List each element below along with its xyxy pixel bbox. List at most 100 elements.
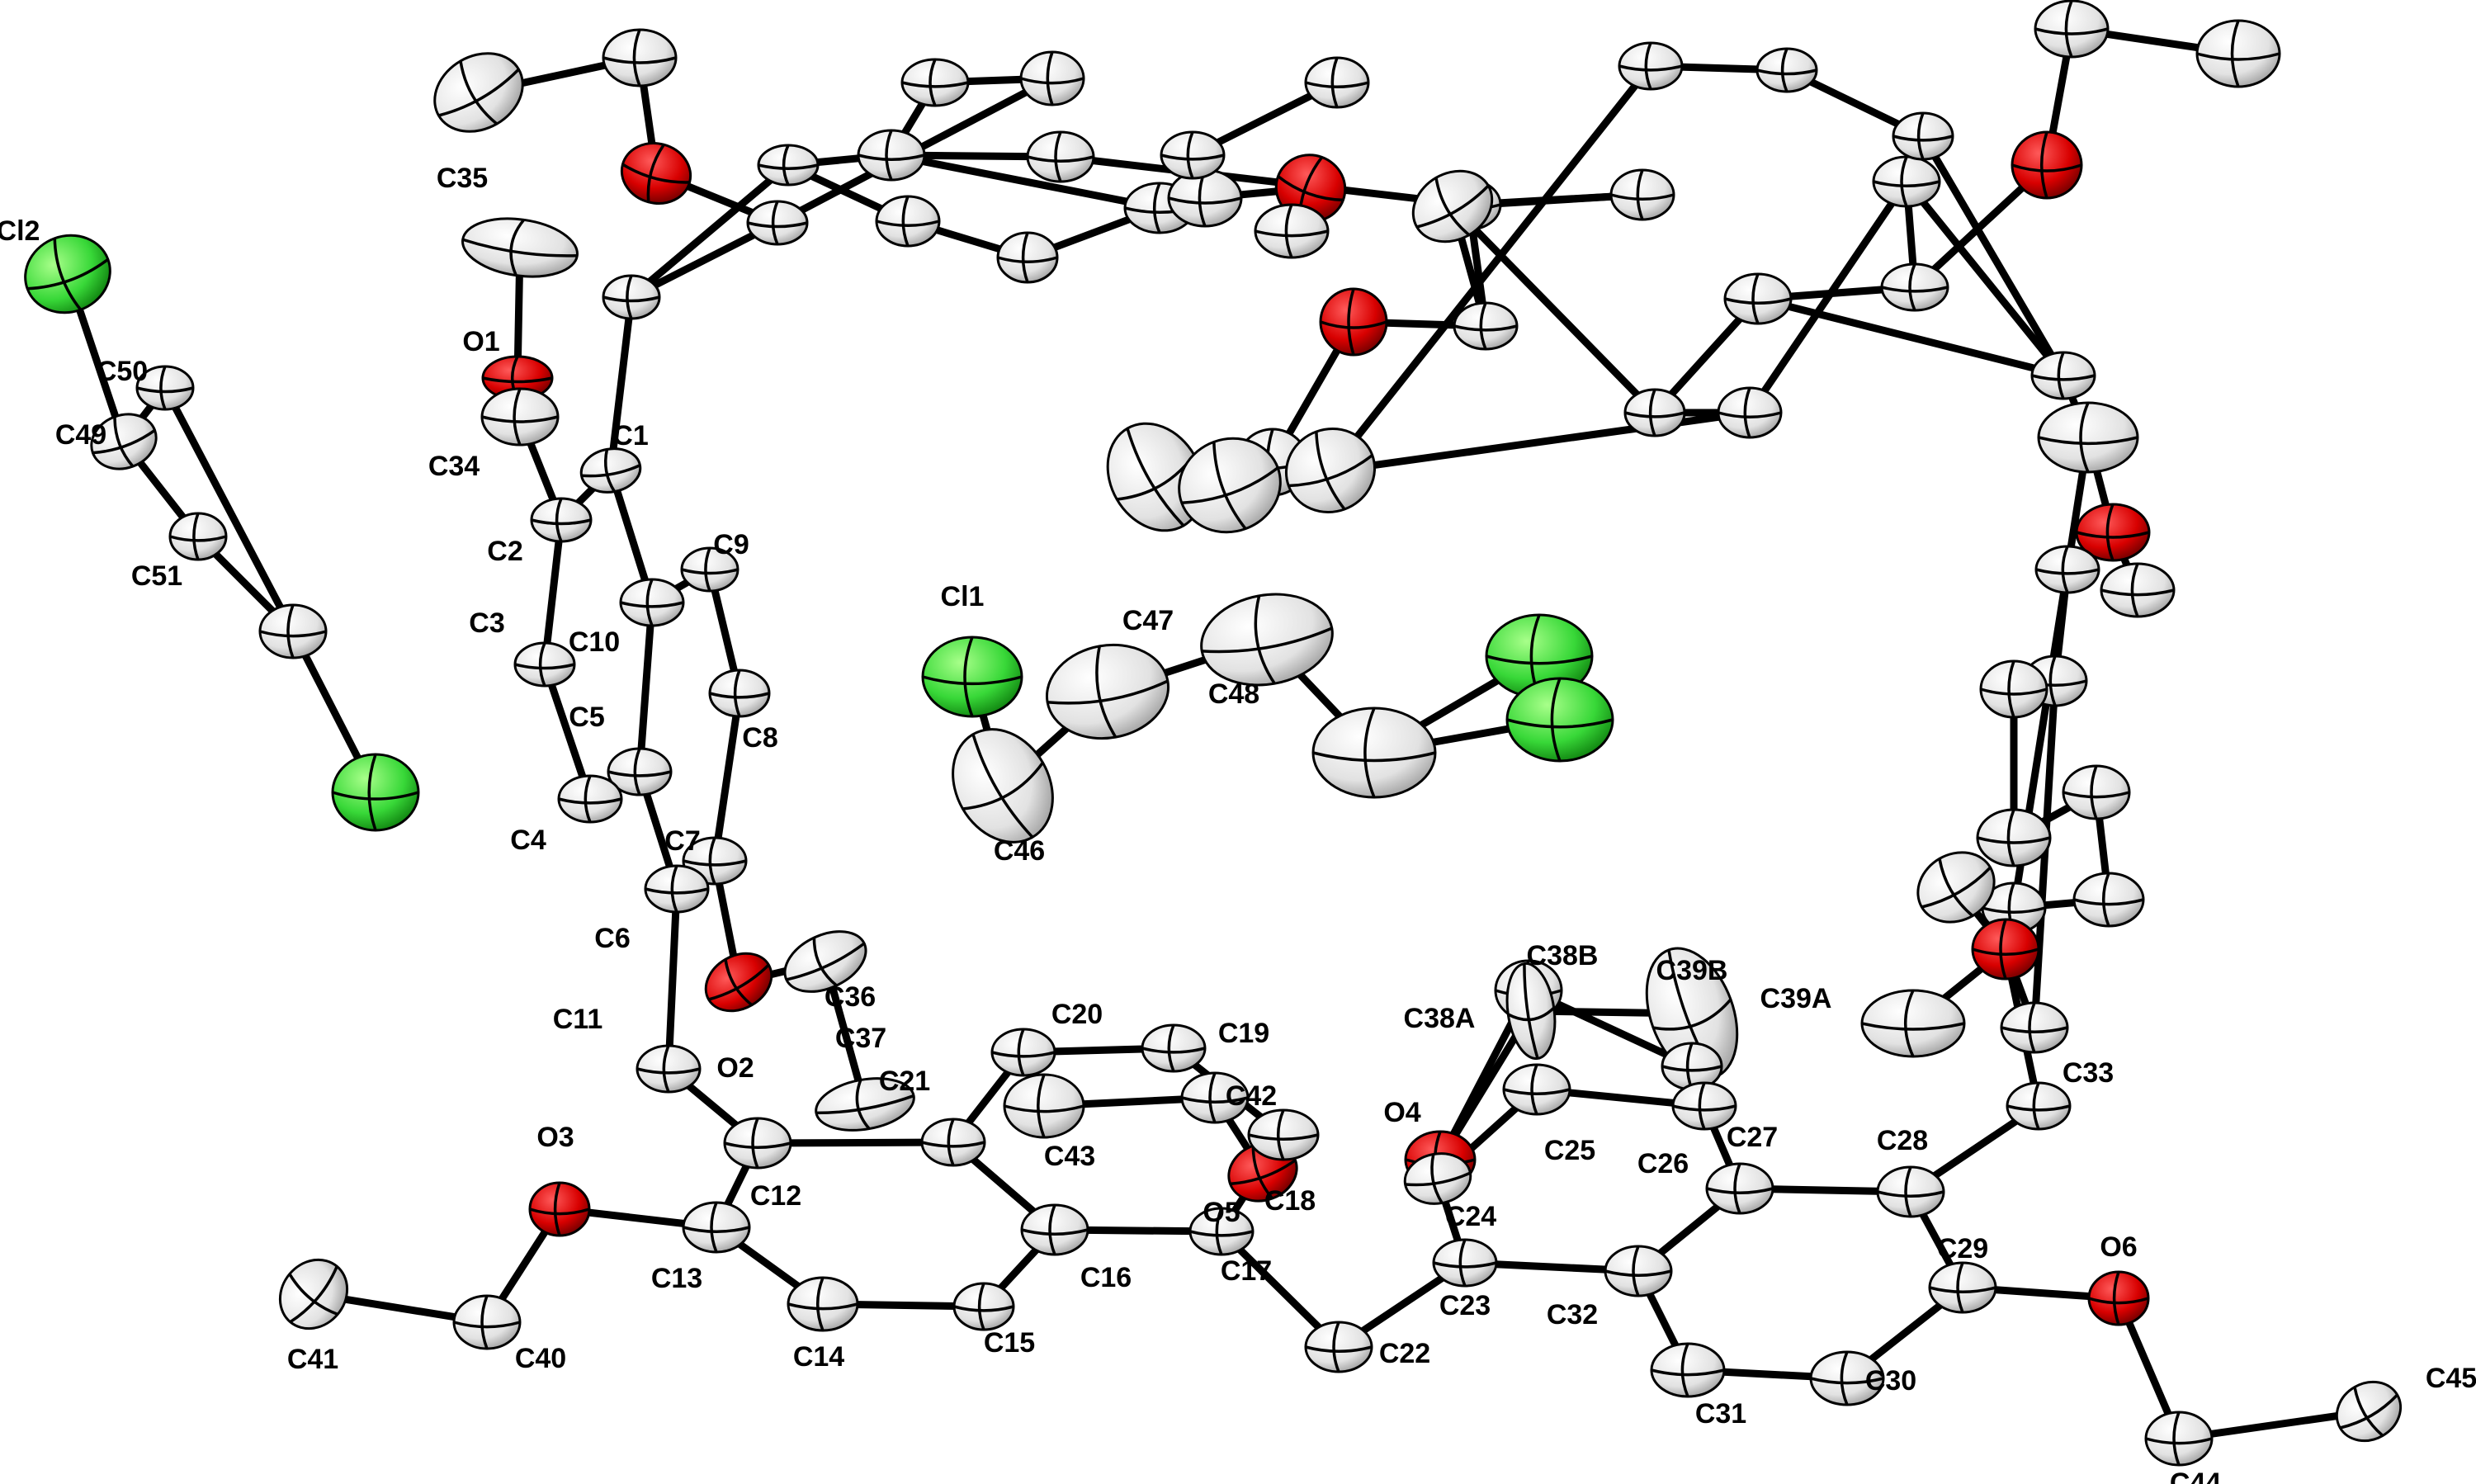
atom-c40 [452, 1294, 522, 1350]
atom-c36 [783, 930, 867, 993]
atom-label-c39a: C39A [1760, 983, 1832, 1014]
atom-c12 [723, 1117, 792, 1170]
atom-r8 [2062, 764, 2131, 820]
atom-label-c43: C43 [1044, 1141, 1095, 1172]
atom-t3 [620, 142, 692, 205]
atom-label-c45: C45 [2426, 1363, 2476, 1394]
atom-label-c1: C1 [612, 420, 648, 451]
atom-cl1 [921, 636, 1023, 718]
atom-t15 [1254, 203, 1330, 259]
atom-r11 [2000, 1001, 2069, 1054]
atom-o3 [528, 1181, 591, 1237]
bond-C50-C51b [161, 384, 297, 636]
atom-t5 [433, 52, 524, 133]
atom-c21 [920, 1118, 986, 1167]
atom-label-c20: C20 [1051, 999, 1103, 1030]
atom-layer [24, 0, 2403, 1467]
atom-c14 [787, 1276, 859, 1332]
atom-label-c31: C31 [1695, 1398, 1746, 1430]
atom-c37 [815, 1077, 915, 1132]
atom-label-c2: C2 [487, 536, 522, 567]
atom-label-c21: C21 [879, 1066, 930, 1097]
atom-c33 [2006, 1081, 2072, 1131]
atom-label-c27: C27 [1727, 1122, 1778, 1153]
atom-t16 [1160, 130, 1226, 180]
atom-t9 [1019, 50, 1085, 106]
atom-c35 [461, 217, 579, 278]
atom-c51 [168, 512, 228, 561]
atom-t4 [602, 28, 678, 87]
atom-label-c3: C3 [469, 607, 504, 639]
atom-label-c42: C42 [1226, 1080, 1277, 1112]
atom-label-c30: C30 [1865, 1365, 1916, 1397]
atom-cl1c [1505, 677, 1614, 763]
atom-c29 [1928, 1261, 1997, 1314]
atom-c2 [530, 497, 593, 543]
atom-r6 [1979, 659, 2048, 719]
label-layer: Cl2C50C49C51C35O1C34C1C2C3C10C9C5C4C8C7C… [0, 163, 2476, 1484]
atom-t30 [2034, 0, 2110, 59]
atom-label-c41: C41 [287, 1344, 338, 1375]
atom-o2 [704, 952, 773, 1013]
atom-cl2b [331, 753, 420, 832]
atom-c27 [1705, 1162, 1774, 1215]
bond-T32-T33 [1902, 177, 2067, 380]
atom-c26 [1671, 1081, 1737, 1131]
atom-label-c6: C6 [594, 923, 630, 954]
bond-C6-C11 [664, 885, 681, 1073]
atom-c50 [135, 365, 195, 411]
atom-c5 [607, 747, 673, 796]
atom-label-o2: O2 [716, 1052, 754, 1084]
atom-t32 [1872, 155, 1941, 208]
atom-c45 [2335, 1380, 2403, 1443]
atom-label-c13: C13 [651, 1263, 702, 1294]
atom-label-c15: C15 [984, 1327, 1035, 1359]
atom-label-c47: C47 [1122, 605, 1174, 636]
bond-C8-C7 [711, 689, 744, 865]
atom-t21 [1411, 169, 1494, 243]
atom-label-c32: C32 [1547, 1299, 1598, 1330]
bond-T12-T7 [887, 151, 1164, 212]
atom-label-c39b: C39B [1656, 955, 1728, 986]
atom-label-c36: C36 [825, 981, 876, 1013]
atom-cl2 [24, 234, 111, 314]
atom-c23 [1432, 1238, 1498, 1288]
atom-c4 [557, 774, 623, 824]
atom-t6 [757, 144, 820, 187]
atom-c32 [1604, 1245, 1673, 1297]
bond-T39-T33 [1919, 132, 2067, 380]
atom-label-c38b: C38B [1527, 940, 1599, 971]
atom-label-cl1: Cl1 [941, 581, 985, 612]
atom-c49 [90, 413, 158, 470]
atom-c15 [952, 1282, 1015, 1331]
atom-c18 [1247, 1108, 1320, 1161]
atom-c47 [1045, 643, 1170, 740]
atom-c48 [1200, 593, 1334, 687]
atom-c24 [1403, 1152, 1472, 1205]
atom-c34 [480, 387, 560, 447]
atom-label-c38a: C38A [1404, 1003, 1476, 1034]
atom-label-c24: C24 [1445, 1201, 1496, 1232]
atom-c30 [1809, 1350, 1885, 1406]
atom-t22 [1609, 168, 1675, 221]
atom-c10 [619, 578, 685, 627]
atom-t29 [2011, 130, 2083, 200]
atom-t26 [1623, 388, 1686, 437]
atom-r4 [2034, 545, 2100, 594]
atom-c42 [1180, 1071, 1250, 1124]
atom-t20 [1453, 301, 1519, 351]
bond-T36-T37 [1326, 62, 1655, 475]
atom-label-c23: C23 [1439, 1290, 1491, 1321]
atom-r2 [2075, 503, 2151, 562]
atom-c28 [1876, 1165, 1945, 1218]
atom-label-c22: C22 [1379, 1338, 1430, 1369]
atom-t27 [1723, 272, 1793, 325]
atom-t31 [2195, 19, 2281, 88]
atom-label-c35: C35 [437, 163, 488, 194]
atom-t18 [1026, 130, 1095, 183]
bond-C5-C10 [636, 598, 656, 776]
atom-t39 [1892, 111, 1954, 161]
atom-r3 [2100, 562, 2176, 618]
atom-r12 [1971, 918, 2040, 981]
bond-T1-T6 [627, 161, 792, 301]
